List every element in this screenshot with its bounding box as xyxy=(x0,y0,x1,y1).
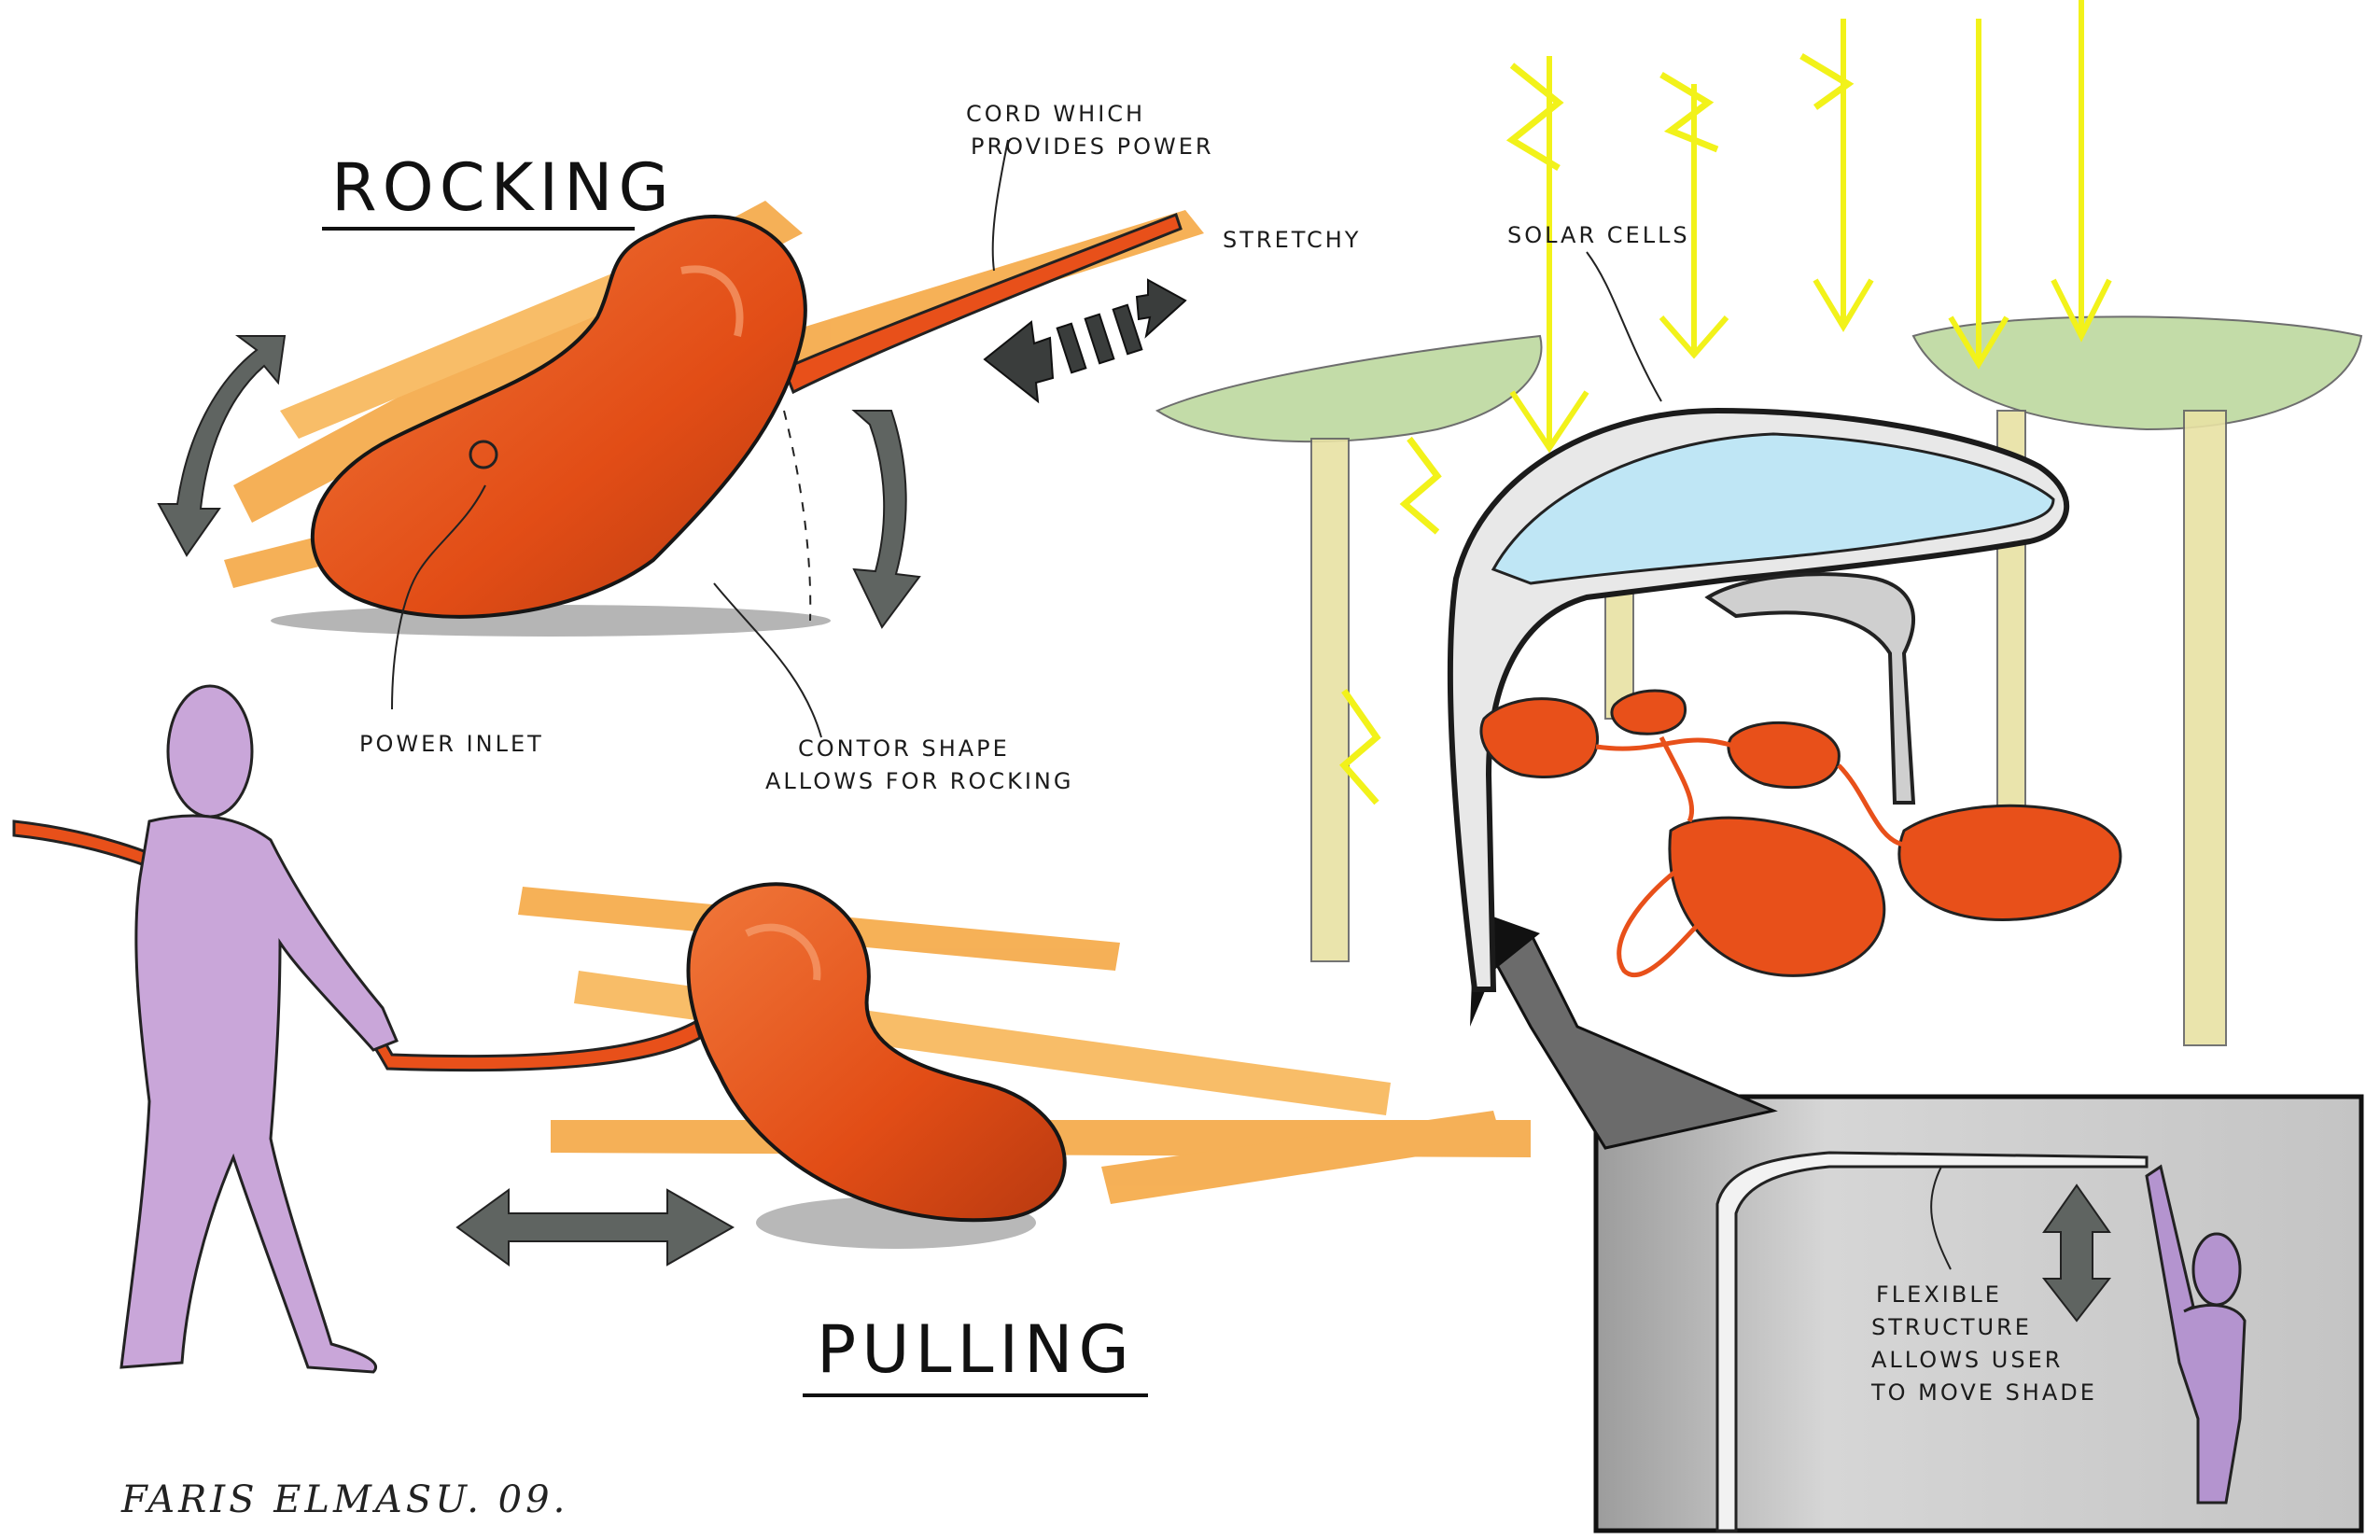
annotation-power-inlet: POWER INLET xyxy=(359,731,544,757)
pull-arrow xyxy=(455,1188,735,1267)
rocking-power-cord xyxy=(782,213,1183,395)
rock-arrow-right xyxy=(851,410,921,629)
annotation-cord-line1: CORD WHICH xyxy=(966,101,1145,127)
rocking-sketch xyxy=(157,139,1204,738)
pulling-figure xyxy=(119,684,399,1374)
title-rocking: ROCKING xyxy=(331,149,675,226)
annotation-flexible-line3: ALLOWS USER xyxy=(1871,1347,2063,1373)
shade-scene xyxy=(1155,0,2364,1533)
annotation-cord-line2: PROVIDES POWER xyxy=(971,133,1214,160)
stretchy-arrow xyxy=(983,278,1187,404)
canopy-inner-arm xyxy=(1704,572,1916,805)
power-inlet-icon xyxy=(469,440,498,469)
annotation-flexible-line4: TO MOVE SHADE xyxy=(1870,1379,2097,1406)
flexible-arm-detail xyxy=(1715,1151,2149,1533)
solar-cell-panel xyxy=(1491,432,2055,585)
annotation-stretchy: STRETCHY xyxy=(1223,227,1361,253)
rock-arrow-left xyxy=(157,335,287,557)
shade-user-figure xyxy=(2145,1164,2247,1505)
seat-cords xyxy=(1595,735,1905,978)
seat-pods xyxy=(1479,689,2122,977)
sun-rays xyxy=(1509,0,2112,454)
lightning-bolts xyxy=(1339,52,1855,805)
pulling-bean-body xyxy=(686,882,1067,1223)
rocking-bean-body xyxy=(310,215,807,619)
tree-canopies xyxy=(1155,315,2363,443)
artist-signature: FARIS ELMASU. 09. xyxy=(120,1478,568,1521)
adjust-arrow xyxy=(2041,1183,2112,1323)
annotation-flexible-line2: STRUCTURE xyxy=(1871,1314,2032,1340)
annotation-flexible-line1: FLEXIBLE xyxy=(1876,1281,2002,1308)
pulling-sketch xyxy=(12,684,1531,1374)
annotation-contour-line1: CONTOR SHAPE xyxy=(798,735,1010,762)
title-pulling: PULLING xyxy=(817,1311,1135,1388)
annotation-solar-cells: SOLAR CELLS xyxy=(1507,222,1690,248)
annotation-contour-line2: ALLOWS FOR ROCKING xyxy=(765,768,1073,794)
